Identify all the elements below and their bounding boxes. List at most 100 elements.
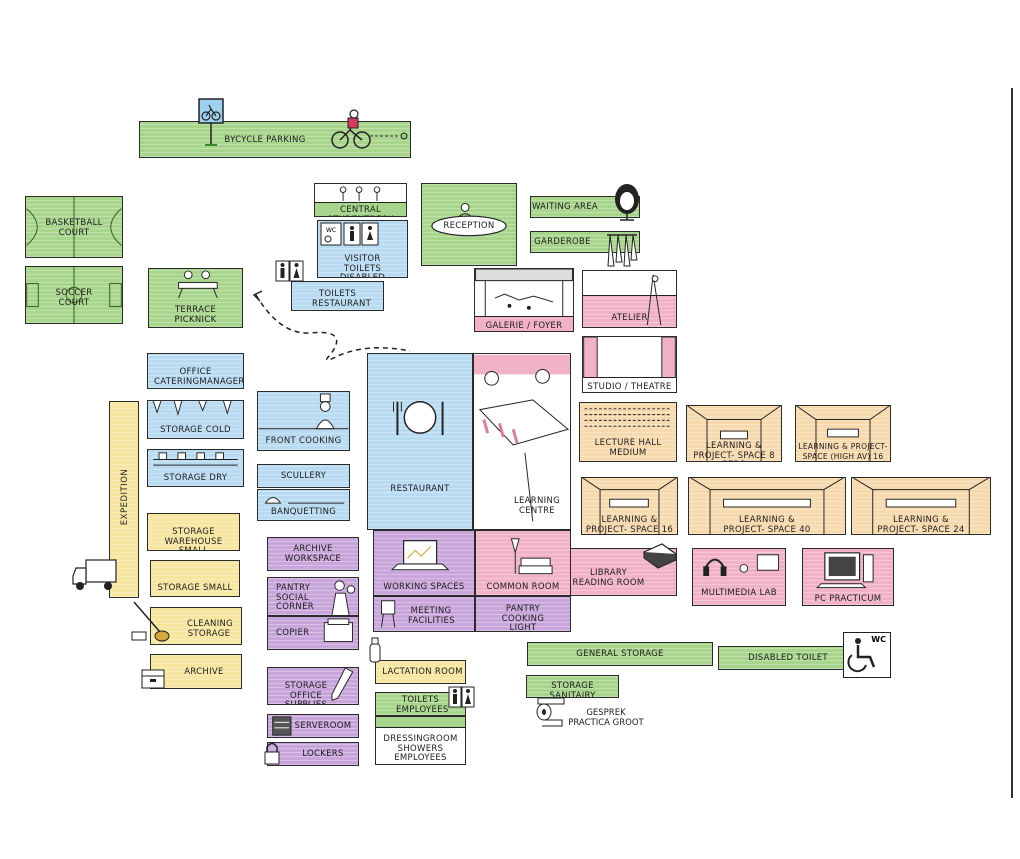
copier: COPIER [267,616,359,650]
coat-rack-icon [607,234,638,267]
lactation-room: LACTATION ROOM [375,660,466,684]
common-room: COMMON ROOM [475,530,571,596]
lp-space-sketch [853,478,989,534]
garderobe-label: GARDEROBE [534,237,591,247]
storage-warehouse-small-label: STORAGE WAREHOUSE SMALL [164,527,223,551]
broom-icon [131,601,170,642]
laptop-sketch [390,540,450,571]
storage-small-label: STORAGE SMALL [157,583,233,593]
galerie-sketch [475,269,573,318]
copier-label: COPIER [276,628,310,638]
seating-rows-sketch [584,408,672,427]
egg-chair-icon [615,184,639,221]
archive: ARCHIVE [150,654,242,689]
copier-sketch [323,618,353,642]
bicycle-parking: BYCYCLE PARKING [139,121,411,158]
front-cooking: FRONT COOKING [257,391,350,451]
toilet-roll-icon [536,697,565,727]
general-storage: GENERAL STORAGE [527,642,713,666]
storage-small: STORAGE SMALL [150,560,240,597]
lp-space-sketch [582,478,677,534]
storage-dry-label: STORAGE DRY [163,473,228,483]
lp-space-24: LEARNING & PROJECT- SPACE 24 PERS [851,477,991,535]
serveroom: SERVEROOM [267,714,359,738]
computer-sketch [815,552,874,589]
lactation-room-label: LACTATION ROOM [382,667,463,677]
lp-space-24-label: LEARNING & PROJECT- SPACE 24 PERS [877,515,965,535]
waiting-area: WAITING AREA [530,196,640,218]
pantry-cooking-light: PANTRY COOKING LIGHT [475,596,571,632]
cyclist-icon [331,109,408,149]
storage-cold-label: STORAGE COLD [160,425,231,435]
pantry-people-sketch [331,580,356,615]
field-lines [26,267,122,323]
dressingroom-label: DRESSINGROOM SHOWERS EMPLOYEES [383,734,458,763]
archive-box-icon [141,669,165,689]
office-cateringmanager-label: OFFICE CATERINGMANAGER [154,367,244,387]
toilets-employees-label: TOILETS EMPLOYEES [396,695,449,715]
learning-centre-sketch [474,354,570,522]
shelves-sketch [153,452,238,466]
wc-icon: WC [320,222,379,246]
learning-centre: LEARNING CENTRE [473,353,571,530]
scullery-label: SCULLERY [280,471,327,481]
soccer-court: SOCCER COURT [25,266,123,324]
storage-sanitairy-label: STORAGE SANITAIRY [549,681,596,698]
lp-space-sketch [796,406,890,461]
gesprek-practica-label: GESPREK PRACTICA GROOT [568,708,644,728]
general-storage-label: GENERAL STORAGE [576,649,664,659]
atelier-label: ATELIER [611,313,648,323]
galerie-foyer: GALERIE / FOYER [474,268,574,332]
lp-space-sketch [690,478,844,534]
dashed-path [252,290,411,361]
cutlery-plate-icon [393,401,444,436]
lp-space-sketch [687,406,781,461]
server-rack-sketch [272,716,292,736]
toilets-employees-sign-icon [448,686,475,708]
storage-sanitairy: STORAGE SANITAIRY [526,675,619,698]
visitor-toilets-label: VISITOR TOILETS DISABLED TOILET [339,254,386,278]
picnic-sketch [178,270,218,299]
serveroom-label: SERVEROOM [294,721,352,731]
bicycle-sign-icon [198,98,224,146]
banquet-sketch [264,497,345,504]
disabled-toilet: DISABLED TOILET [718,646,848,670]
meeting-facilities-label: MEETING FACILITIES [408,606,455,626]
lp-space-high-av-label: LEARNING & PROJECT- SPACE (HIGH AV) 16 P… [798,442,888,461]
terrace-picknick: TERRACE PICKNICK [148,268,243,328]
banquetting-label: BANQUETTING [270,507,337,517]
pantry-cooking-light-label: PANTRY COOKING LIGHT [501,604,545,632]
meeting-facilities: MEETING FACILITIES [373,596,475,632]
lp-space-8-label: LEARNING & PROJECT- SPACE 8 PERS [693,441,775,461]
lp-space-16-label: LEARNING & PROJECT- SPACE 16 PERS [585,515,674,535]
wheelchair-icon [847,638,876,673]
lp-space-16: LEARNING & PROJECT- SPACE 16 PERS [581,477,678,535]
dressingroom: DRESSINGROOM SHOWERS EMPLOYEES [375,716,466,765]
library-label: LIBRARY READING ROOM [572,568,645,588]
toilets-restaurant-label: TOILETS RESTAURANT [312,289,372,309]
restaurant: RESTAURANT [367,353,473,530]
storage-warehouse-small: STORAGE WAREHOUSE SMALL [147,513,240,551]
storage-cold: STORAGE COLD [147,400,244,439]
lp-space-8: LEARNING & PROJECT- SPACE 8 PERS [686,405,782,462]
working-spaces-label: WORKING SPACES [383,582,465,592]
lockers-label: LOCKERS [302,749,344,759]
storage-dry: STORAGE DRY [147,449,244,487]
pantry-social-corner-label: PANTRY SOCIAL CORNER [276,583,314,612]
central-studentdesk-label: CENTRAL STUDENTDESK [327,205,393,216]
reception-label: RECEPTION [443,221,495,231]
studio-theatre-label: STUDIO / THEATRE [587,382,672,392]
wc-sign-label: WC [871,635,886,644]
multimedia-lab-label: MULTIMEDIA LAB [701,588,777,598]
multimedia-sketch [703,554,780,577]
lp-space-40-label: LEARNING & PROJECT- SPACE 40 PERS [723,515,811,535]
multimedia-lab: MULTIMEDIA LAB [692,548,786,606]
office-cateringmanager: OFFICE CATERINGMANAGER [147,353,244,389]
lecture-hall-label: LECTURE HALL MEDIUM [594,438,662,458]
reception-desk-sketch [431,203,507,237]
lock-icon [264,742,280,765]
terrace-picknick-label: TERRACE PICKNICK [174,305,217,325]
icicles-sketch [152,401,232,417]
delivery-truck-icon [72,559,117,590]
